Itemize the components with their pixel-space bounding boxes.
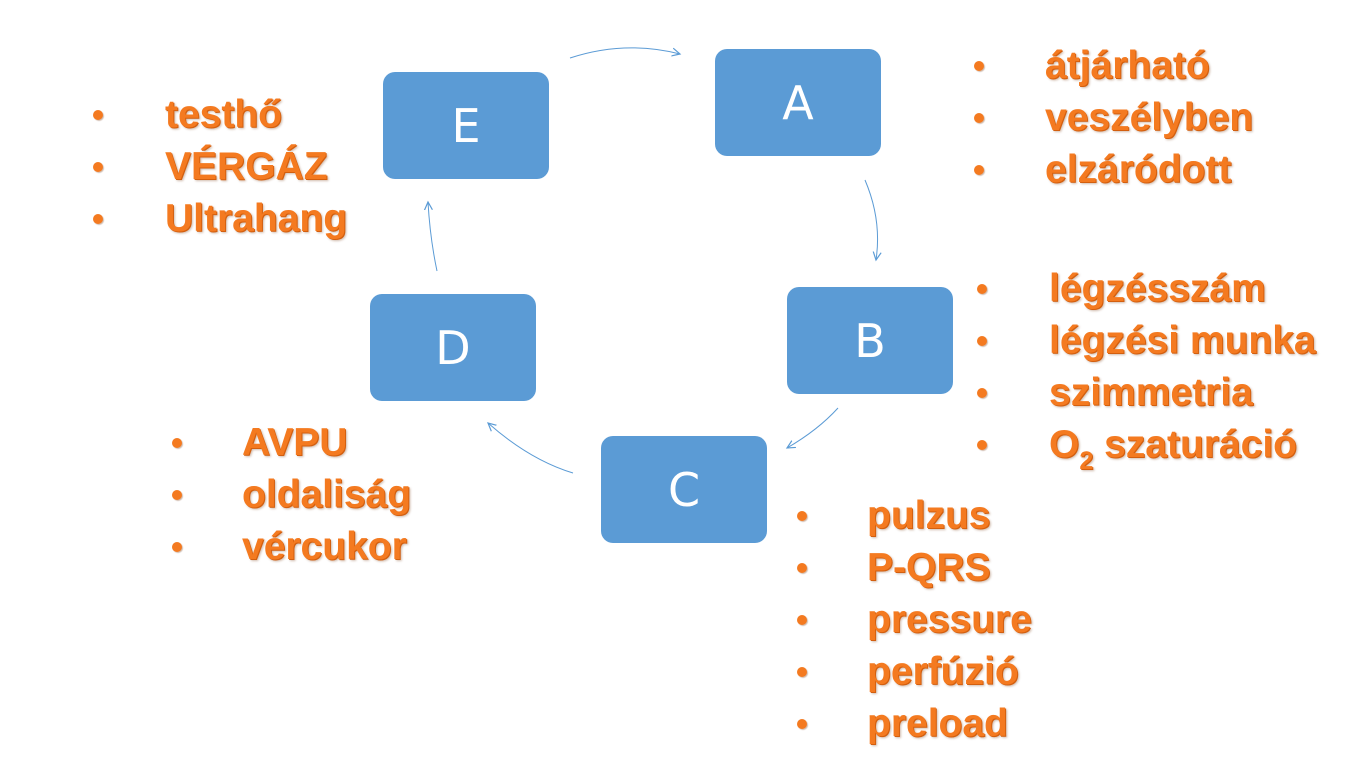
node-d-label: D xyxy=(435,320,471,375)
list-item-text: pulzus xyxy=(867,494,991,537)
node-b: B xyxy=(787,287,953,394)
list-item-text: perfúzió xyxy=(867,650,1019,693)
o2-subscript: 2 xyxy=(1079,447,1094,475)
list-item-text: O2 szaturáció xyxy=(1049,419,1297,474)
arrow-c-to-d xyxy=(488,423,574,474)
node-e-label: E xyxy=(451,98,481,153)
bullet-icon xyxy=(974,165,984,175)
list-item-text: átjárható xyxy=(1045,44,1210,87)
bullet-icon xyxy=(797,667,807,677)
node-a-label: A xyxy=(782,75,814,130)
list-item-text: P-QRS xyxy=(867,546,991,589)
bullet-icon xyxy=(172,438,182,448)
list-item-text: veszélyben xyxy=(1045,96,1254,139)
bullet-icon xyxy=(797,563,807,573)
list-item-text: AVPU xyxy=(242,421,348,464)
bullet-icon xyxy=(93,110,103,120)
list-item-text: VÉRGÁZ xyxy=(165,145,328,188)
list-item-text: légzésszám xyxy=(1049,267,1266,310)
bullet-icon xyxy=(93,214,103,224)
bullet-icon xyxy=(977,284,987,294)
list-item-text: elzáródott xyxy=(1045,148,1232,191)
o2-suffix: szaturáció xyxy=(1093,423,1297,466)
node-a: A xyxy=(715,49,881,156)
arrow-d-to-e xyxy=(428,202,438,272)
bullet-icon xyxy=(977,440,987,450)
list-item-text: preload xyxy=(867,702,1008,745)
arrow-e-to-a xyxy=(569,47,680,59)
bullet-icon xyxy=(797,615,807,625)
node-c-label: C xyxy=(667,462,701,517)
bullet-icon xyxy=(172,542,182,552)
bullet-icon xyxy=(172,490,182,500)
bullet-icon xyxy=(974,61,984,71)
bullet-icon xyxy=(93,162,103,172)
bullet-icon xyxy=(797,719,807,729)
list-item-text: légzési munka xyxy=(1049,319,1316,362)
node-b-label: B xyxy=(854,313,886,368)
bullet-icon xyxy=(974,113,984,123)
list-item-text: testhő xyxy=(165,93,282,136)
bullet-icon xyxy=(797,511,807,521)
bullet-icon xyxy=(977,336,987,346)
list-item-text: vércukor xyxy=(242,525,407,568)
list-item-text: pressure xyxy=(867,598,1032,641)
list-item-text: oldaliság xyxy=(242,473,412,516)
node-d: D xyxy=(370,294,536,401)
list-item-text: Ultrahang xyxy=(165,197,348,240)
node-c: C xyxy=(601,436,767,543)
bullet-icon xyxy=(977,388,987,398)
node-e: E xyxy=(383,72,549,179)
list-item-text: szimmetria xyxy=(1049,371,1253,414)
arrow-a-to-b xyxy=(864,179,878,260)
arrow-b-to-c xyxy=(787,407,839,448)
o2-prefix: O xyxy=(1049,423,1080,466)
